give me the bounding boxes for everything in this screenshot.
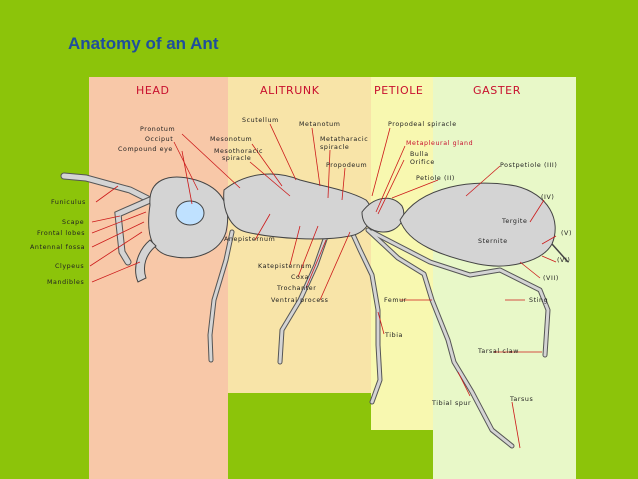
label-funiculus: Funiculus (51, 199, 86, 206)
label-metapleural-gland: Metapleural gland (406, 140, 473, 147)
section-petiole: PETIOLE (374, 84, 423, 97)
label-tarsal-claw: Tarsal claw (477, 348, 519, 355)
label-ventral-process: Ventral process (271, 297, 329, 304)
label-mesonotum: Mesonotum (210, 136, 252, 143)
label-metathoracic-spiracle-2: spiracle (320, 144, 349, 151)
label-sternite: Sternite (478, 238, 508, 245)
label-v: (V) (561, 230, 572, 237)
label-bulla: Bulla (410, 151, 429, 158)
label-clypeus: Clypeus (55, 263, 84, 270)
label-femur: Femur (384, 297, 407, 304)
section-alitrunk: ALITRUNK (260, 84, 320, 97)
label-mesothoracic-spiracle-2: spiracle (222, 155, 251, 162)
label-scutellum: Scutellum (242, 117, 279, 124)
label-mandibles: Mandibles (47, 279, 84, 286)
label-orifice: Orifice (410, 159, 435, 166)
label-scape: Scape (62, 219, 84, 226)
label-postpetiole: Postpetiole (III) (500, 162, 557, 169)
section-gaster: GASTER (473, 84, 521, 97)
section-head: HEAD (136, 84, 170, 97)
label-katepisternum: Katepisternum (258, 263, 312, 270)
label-metanotum: Metanotum (299, 121, 340, 128)
label-metathoracic-spiracle-1: Metatharacic (320, 136, 368, 143)
label-iv: (IV) (541, 194, 554, 201)
label-vii: (VII) (543, 275, 559, 282)
label-tergite: Tergite (501, 218, 527, 225)
label-mesothoracic-spiracle-1: Mesothoracic (214, 148, 263, 155)
label-tibial-spur: Tibial spur (431, 400, 471, 407)
label-occiput: Occiput (145, 136, 173, 143)
label-propodeum: Propodeum (326, 162, 367, 169)
label-coxa: Coxa (291, 274, 309, 281)
label-tibia: Tibia (384, 332, 403, 339)
label-tarsus: Tarsus (509, 396, 533, 403)
label-sting: Sting (529, 297, 548, 304)
label-petiole-ii: Petiole (II) (416, 175, 455, 182)
label-frontal-lobes: Frontal lobes (37, 230, 85, 237)
label-anepisternum: Anepisternum (224, 236, 275, 243)
label-pronotum: Pronotum (140, 126, 175, 133)
label-trochanter: Trochanter (276, 285, 316, 292)
label-propodeal-spiracle: Propodeal spiracle (388, 121, 457, 128)
label-antennal-fossa: Antennal fossa (30, 244, 85, 251)
label-compound-eye: Compound eye (118, 146, 173, 153)
label-vi: (VI) (557, 257, 570, 264)
